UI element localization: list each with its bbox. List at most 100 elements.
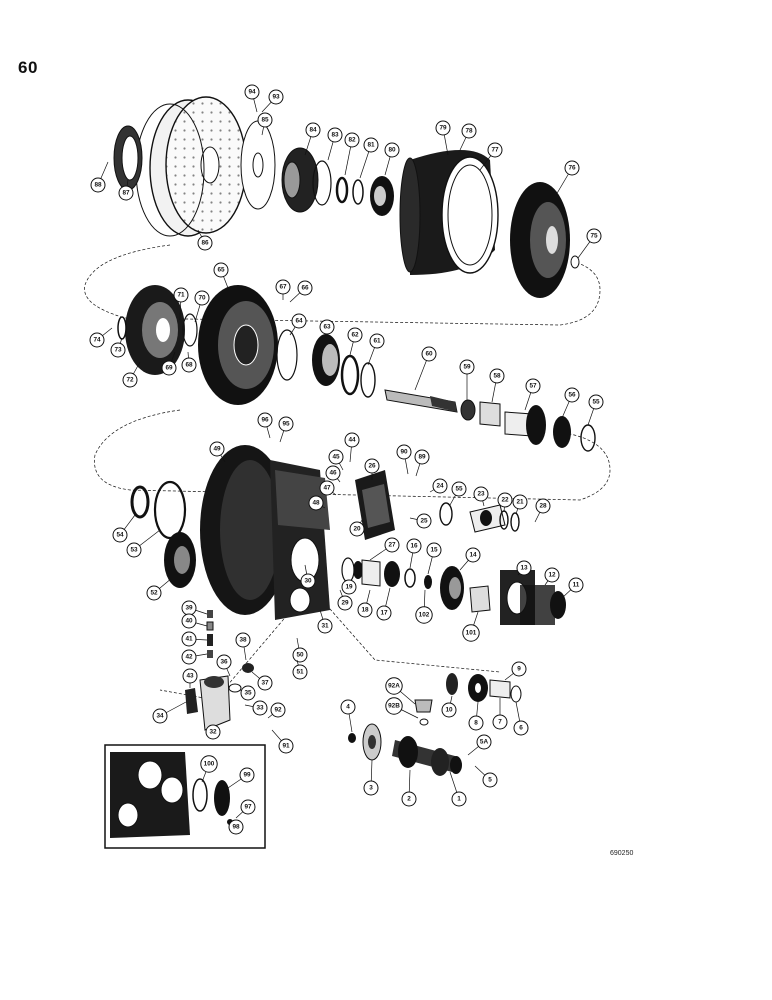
callout-11: 11 bbox=[561, 577, 584, 599]
callout-bubble bbox=[325, 465, 341, 481]
callout-bubble bbox=[414, 449, 430, 465]
callout-29: 29 bbox=[337, 589, 353, 611]
callout-95: 95 bbox=[278, 416, 294, 443]
callout-number: 2 bbox=[407, 796, 411, 803]
ring-61-part bbox=[360, 362, 376, 398]
plug-92a-part bbox=[414, 699, 433, 726]
callout-number: 71 bbox=[177, 292, 185, 299]
callout-bubble bbox=[384, 142, 400, 158]
callout-bubble bbox=[319, 480, 335, 496]
callout-bubble bbox=[278, 416, 294, 432]
callout-number: 44 bbox=[348, 437, 356, 444]
ring-55b-part bbox=[439, 502, 453, 526]
gear-14-part bbox=[440, 566, 464, 610]
callout-bubble bbox=[401, 791, 417, 807]
callout-7: 7 bbox=[492, 698, 508, 730]
bearing-17-part bbox=[384, 561, 400, 587]
callout-bubble bbox=[369, 333, 385, 349]
callout-64: 64 bbox=[289, 313, 307, 336]
callout-6: 6 bbox=[513, 701, 529, 736]
callout-bubble bbox=[146, 585, 162, 601]
callout-number: 59 bbox=[463, 364, 471, 371]
callout-bubble bbox=[385, 697, 403, 715]
callout-89: 89 bbox=[414, 449, 430, 477]
callout-number: 100 bbox=[204, 761, 215, 768]
callout-9: 9 bbox=[504, 661, 527, 681]
callout-8: 8 bbox=[468, 701, 484, 731]
callout-number: 57 bbox=[529, 383, 537, 390]
callout-51: 51 bbox=[292, 659, 308, 680]
callout-bubble bbox=[525, 378, 541, 394]
callout-bubble bbox=[482, 772, 498, 788]
callout-bubble bbox=[213, 262, 229, 278]
callout-66: 66 bbox=[289, 280, 313, 303]
callout-bubble bbox=[459, 359, 475, 375]
callout-number: 55 bbox=[592, 399, 600, 406]
callout-number: 78 bbox=[465, 128, 473, 135]
callout-bubble bbox=[376, 605, 392, 621]
callout-number: 64 bbox=[295, 318, 303, 325]
callout-22: 22 bbox=[497, 492, 513, 513]
ring-70-part bbox=[182, 313, 198, 347]
callout-number: 26 bbox=[368, 463, 376, 470]
housing-49-part bbox=[200, 445, 330, 620]
callout-bubble bbox=[297, 280, 313, 296]
callout-37: 37 bbox=[251, 671, 273, 691]
callout-10: 10 bbox=[441, 695, 457, 718]
callout-bubble bbox=[568, 577, 584, 593]
callout-87: 87 bbox=[118, 179, 134, 201]
callout-number: 15 bbox=[430, 547, 438, 554]
callout-15: 15 bbox=[426, 542, 442, 575]
callout-bubble bbox=[300, 573, 316, 589]
bearing-80-part bbox=[370, 176, 394, 216]
bearing-56-part bbox=[553, 416, 571, 448]
callout-32: 32 bbox=[205, 724, 221, 740]
callout-bubble bbox=[200, 755, 218, 773]
callout-100: 100 bbox=[200, 755, 218, 783]
callout-bubble bbox=[216, 654, 232, 670]
callout-number: 51 bbox=[296, 669, 304, 676]
pump-body-32-part bbox=[199, 675, 231, 731]
callout-14: 14 bbox=[459, 547, 481, 571]
callout-bubble bbox=[292, 647, 308, 663]
callout-bubble bbox=[228, 819, 244, 835]
callout-number: 55 bbox=[455, 486, 463, 493]
callout-bubble bbox=[511, 661, 527, 677]
callout-bubble bbox=[476, 734, 492, 750]
callout-bubble bbox=[473, 486, 489, 502]
callout-54: 54 bbox=[112, 514, 136, 543]
callout-bubble bbox=[205, 724, 221, 740]
callout-bubble bbox=[426, 542, 442, 558]
stator-76-part bbox=[510, 182, 570, 298]
callout-43: 43 bbox=[182, 668, 198, 688]
callout-number: 77 bbox=[491, 147, 499, 154]
callout-bubble bbox=[516, 560, 532, 576]
callout-number: 92B bbox=[388, 703, 400, 710]
callout-number: 46 bbox=[329, 470, 337, 477]
callout-bubble bbox=[275, 279, 291, 295]
callout-number: 83 bbox=[331, 132, 339, 139]
callout-24: 24 bbox=[429, 478, 448, 494]
callout-bubble bbox=[161, 360, 177, 376]
callout-bubble bbox=[268, 89, 284, 105]
callout-bubble bbox=[487, 142, 503, 158]
callout-bubble bbox=[319, 319, 335, 335]
callout-23: 23 bbox=[473, 486, 489, 507]
ring-16-part bbox=[404, 568, 416, 588]
callout-number: 48 bbox=[312, 500, 320, 507]
callout-35: 35 bbox=[239, 685, 256, 701]
callout-bubble bbox=[341, 579, 357, 595]
callout-number: 18 bbox=[361, 607, 369, 614]
callout-number: 20 bbox=[353, 526, 361, 533]
callout-number: 95 bbox=[282, 421, 290, 428]
callout-55b: 55 bbox=[449, 481, 467, 506]
callout-bubble bbox=[363, 137, 379, 153]
callout-number: 5A bbox=[480, 739, 489, 746]
callout-number: 61 bbox=[373, 338, 381, 345]
callout-number: 4 bbox=[346, 704, 350, 711]
callout-bubble bbox=[291, 313, 307, 329]
callout-57: 57 bbox=[524, 378, 541, 411]
ring-83-part bbox=[312, 160, 332, 206]
callout-number: 19 bbox=[345, 584, 353, 591]
callout-bubble bbox=[497, 492, 513, 508]
